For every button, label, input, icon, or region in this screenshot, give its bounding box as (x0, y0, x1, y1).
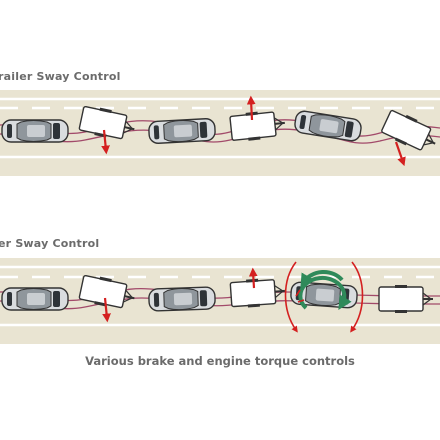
green-rotation-arrow-icon (298, 275, 352, 310)
red-arrow-icon (394, 141, 406, 167)
red-arrow-icon (101, 129, 110, 155)
brake-indicator-icon (297, 299, 305, 303)
red-arrow-icon (248, 267, 258, 289)
brake-indicator-icon (295, 289, 301, 297)
panel-title-without-control: er Sway Control (0, 237, 100, 250)
green-rotation-arrow-icon (300, 270, 344, 288)
panel-title-with-control: railer Sway Control (0, 70, 121, 83)
caption: Various brake and engine torque controls (85, 354, 355, 368)
car-icon (1, 287, 69, 311)
car-icon (147, 117, 217, 145)
sway-path-upper (0, 119, 440, 137)
bottom-panel (0, 258, 440, 344)
top-panel (0, 90, 440, 176)
car-icon (1, 119, 69, 143)
red-arrow-icon (102, 297, 111, 323)
sway-path-lower (0, 128, 440, 144)
car-icon (147, 286, 217, 312)
red-arc-icon (284, 261, 298, 333)
red-arrow-icon (246, 95, 256, 121)
red-arc-icon (350, 261, 364, 333)
